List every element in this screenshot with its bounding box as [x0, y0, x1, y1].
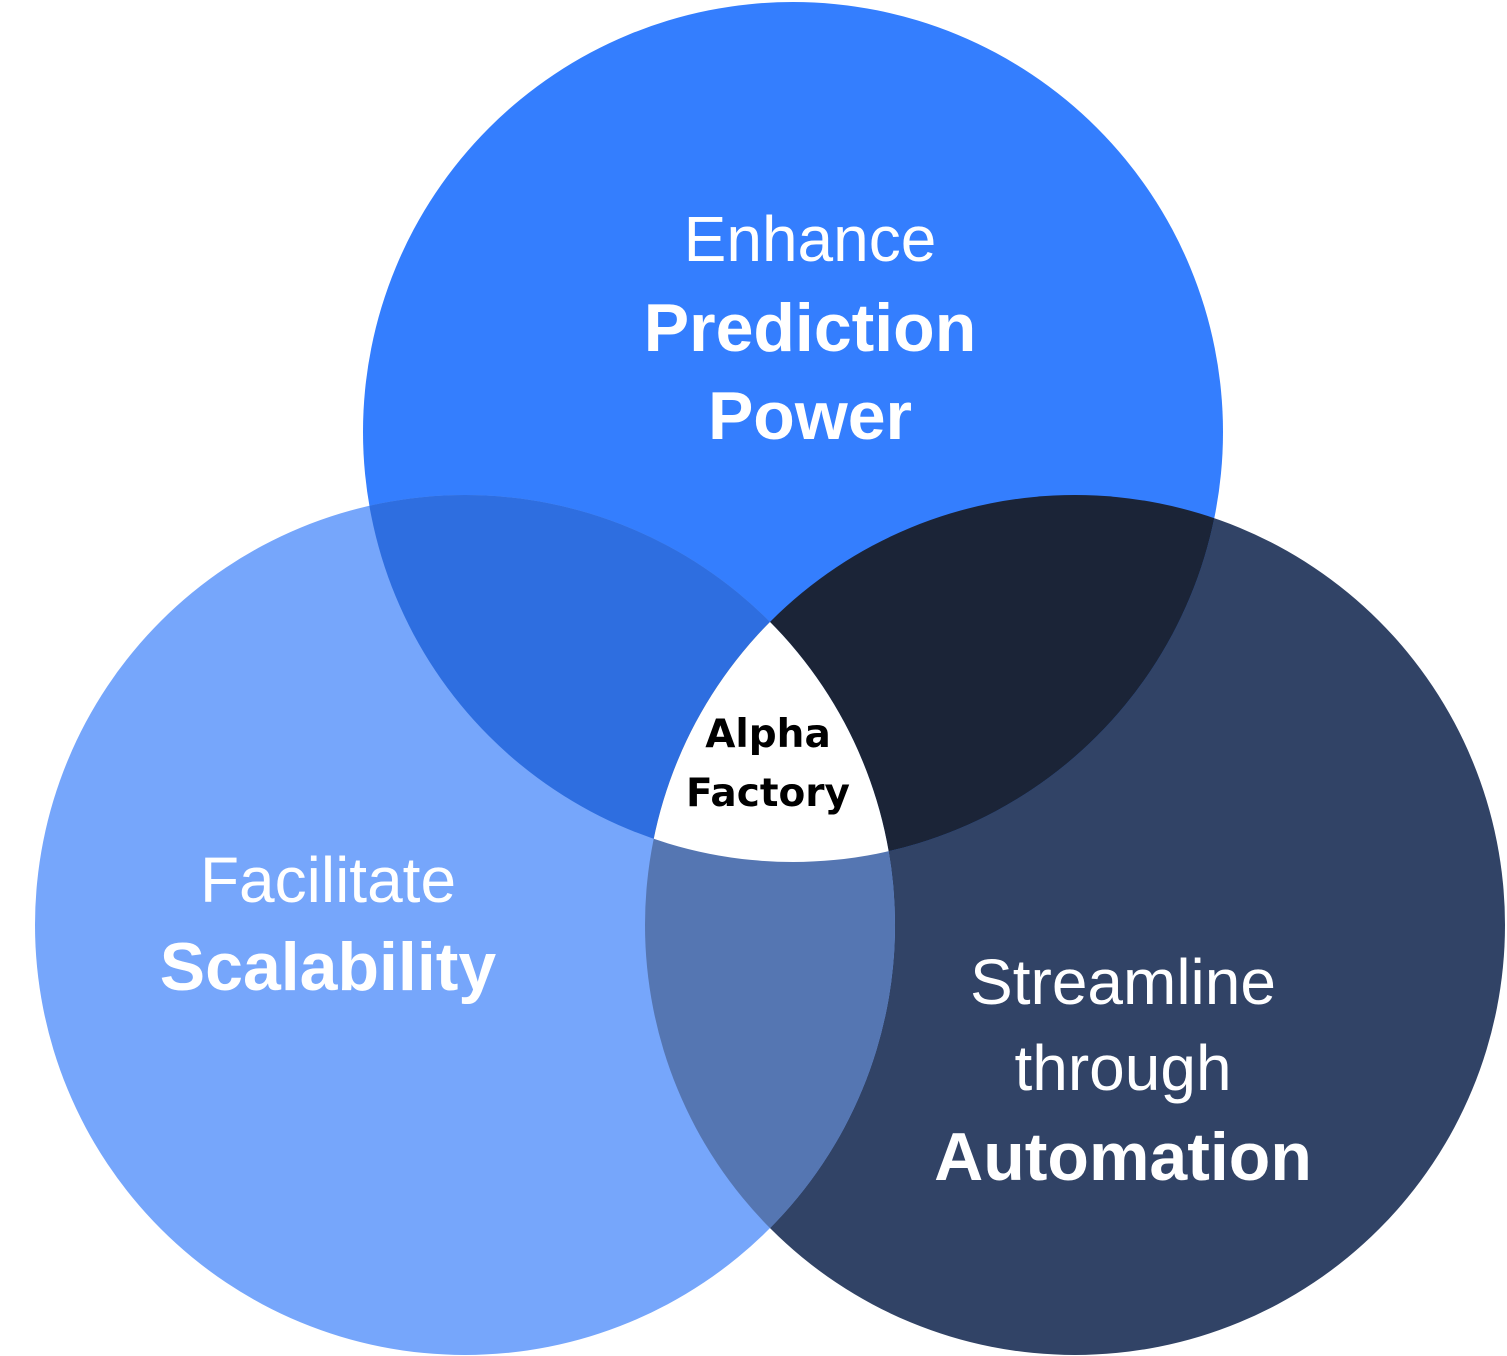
- overlap-top-left: [363, 495, 895, 862]
- left-circle-line1: Facilitate: [200, 844, 456, 916]
- top-circle-line2: Prediction: [644, 290, 977, 366]
- right-circle-line2: through: [1014, 1032, 1231, 1104]
- right-circle-line1: Streamline: [970, 946, 1276, 1018]
- top-circle-line3: Power: [708, 378, 912, 454]
- left-circle-line2: Scalability: [160, 929, 497, 1005]
- overlap-top-right: [645, 495, 1223, 862]
- top-circle-line1: Enhance: [684, 203, 937, 275]
- center-label-line2: Factory: [686, 771, 850, 816]
- right-circle-line3: Automation: [934, 1119, 1312, 1195]
- center-label-line1: Alpha: [705, 712, 831, 757]
